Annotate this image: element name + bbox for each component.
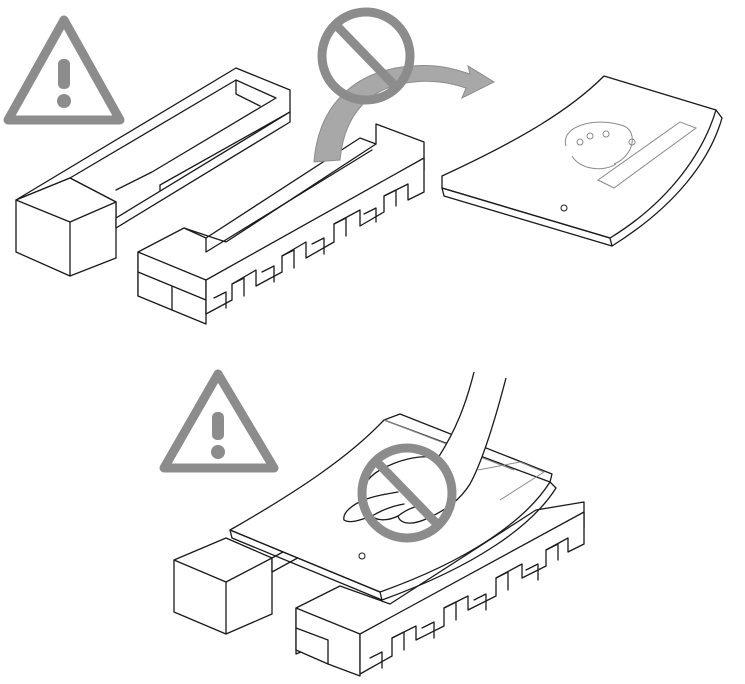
warning-triangle-icon — [8, 20, 120, 120]
bottom-panel — [164, 372, 584, 676]
warning-triangle-icon — [164, 374, 274, 468]
monitor-panel-top — [442, 76, 722, 246]
top-panel — [8, 12, 722, 324]
